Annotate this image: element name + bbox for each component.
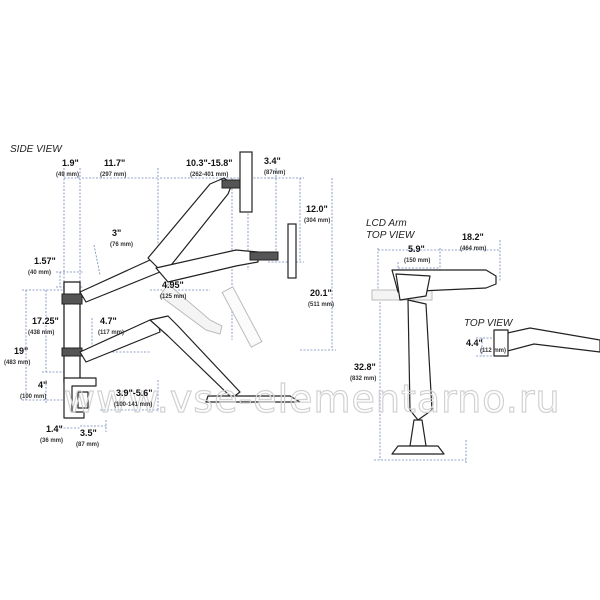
dim-5-9-sub: (150 mm) [404, 258, 430, 264]
lcd-top-view-drawing [371, 269, 600, 455]
dim-12-0-main: 12.0" [306, 204, 328, 214]
dim-label-1-9: 1.9" (49 mm) [56, 158, 79, 178]
dim-4-7-main: 4.7" [100, 316, 117, 326]
dim-4-4-main: 4.4" [466, 338, 483, 348]
keyboard-tray [205, 395, 301, 403]
dim-3-4-main: 3.4" [264, 156, 281, 166]
dim-4-95-sub: (125 mm) [160, 294, 186, 300]
dim-11-7-sub: (297 mm) [100, 172, 126, 178]
dim-4-sub: (100 mm) [20, 394, 46, 400]
dim-label-4-7: 4.7" (117 mm) [98, 316, 124, 336]
dim-10-3-main: 10.3"-15.8" [186, 158, 233, 168]
small-top-view-mount [493, 329, 509, 357]
dim-4-7-sub: (117 mm) [98, 330, 124, 336]
dim-label-1-4: 1.4" (36 mm) [40, 424, 63, 444]
monitor-ghost-lower [221, 286, 263, 348]
dim-3-sub: (76 mm) [110, 242, 133, 248]
monitor-mid [287, 223, 297, 279]
side-view-title: SIDE VIEW [10, 144, 63, 155]
pole-collar-lower [61, 347, 83, 357]
top-view-joint [395, 273, 431, 301]
dim-5-9-main: 5.9" [408, 244, 425, 254]
dim-label-18-2: 18.2" (464 mm) [460, 232, 486, 252]
dim-1-9-sub: (49 mm) [56, 172, 79, 178]
lcd-top-view-dimension-lines [374, 240, 501, 464]
upper-arm-segment [79, 259, 161, 303]
dim-12-0-sub: (304 mm) [304, 218, 330, 224]
dim-3-5-sub: (87 mm) [76, 442, 99, 448]
dim-label-17-25: 17.25" (438 mm) [28, 316, 59, 336]
dim-3-5-main: 3.5" [80, 428, 97, 438]
small-top-view-arm [493, 327, 600, 353]
dim-1-9-main: 1.9" [62, 158, 79, 168]
dim-3-main: 3" [112, 228, 121, 238]
dim-label-20-1: 20.1" (511 mm) [308, 288, 334, 308]
lcd-base-foot [391, 445, 445, 455]
tilt-head-raised [221, 179, 243, 189]
forearm-ghost-lower [159, 283, 223, 335]
dim-label-3: 3" (76 mm) [110, 228, 133, 248]
dim-label-4-4: 4.4" (112 mm) [466, 338, 506, 354]
dim-4-95-main: 4.95" [162, 280, 184, 290]
dim-11-7-main: 11.7" [104, 158, 125, 168]
dim-32-8-sub: (832 mm) [350, 376, 376, 382]
dim-18-2-sub: (464 mm) [460, 246, 486, 252]
keyboard-forearm [149, 315, 241, 399]
desk-clamp [63, 377, 97, 419]
tilt-head-mid [249, 251, 279, 261]
dim-1-57-sub: (40 mm) [28, 270, 51, 276]
dim-label-12-0: 12.0" (304 mm) [304, 204, 330, 224]
dim-19-main: 19" [14, 346, 28, 356]
top-view-title: TOP VIEW [464, 318, 514, 329]
dim-label-32-8: 32.8" (832 mm) [350, 362, 376, 382]
dim-1-4-main: 1.4" [46, 424, 63, 434]
dim-32-8-main: 32.8" [354, 362, 376, 372]
dim-3-4-sub: (87mm) [264, 170, 285, 176]
clamp-screw [77, 391, 89, 409]
dim-17-25-sub: (438 mm) [28, 330, 54, 336]
dim-label-4-95: 4.95" (125 mm) [160, 280, 186, 300]
dim-1-4-sub: (36 mm) [40, 438, 63, 444]
dim-label-3-4: 3.4" (87mm) [264, 156, 285, 176]
dim-label-10-3: 10.3"-15.8" (262-401 mm) [186, 158, 233, 178]
dim-label-1-57: 1.57" (40 mm) [28, 256, 56, 276]
dim-3-9-main: 3.9"-5.6" [116, 388, 153, 398]
dim-17-25-main: 17.25" [32, 316, 59, 326]
dim-19-sub: (483 mm) [4, 360, 30, 366]
lcd-top-view-title: TOP VIEW [366, 230, 416, 241]
lcd-pole [407, 299, 433, 421]
dim-label-5-9: 5.9" (150 mm) [404, 244, 430, 264]
dim-20-1-main: 20.1" [310, 288, 332, 298]
dim-4-4-sub: (112 mm) [480, 348, 506, 354]
dim-20-1-sub: (511 mm) [308, 302, 334, 308]
dim-10-3-sub: (262-401 mm) [190, 172, 228, 178]
forearm-mid [155, 249, 259, 283]
dim-4-main: 4" [38, 380, 47, 390]
side-view-arm-drawing [61, 151, 301, 419]
dim-label-19: 19" (483 mm) [4, 346, 30, 366]
dim-1-57-main: 1.57" [34, 256, 56, 266]
dim-18-2-main: 18.2" [462, 232, 484, 242]
pole-collar [61, 293, 83, 305]
watermark-text: www.vse-elementarno.ru [64, 377, 561, 421]
monitor-top [239, 151, 253, 213]
dim-label-11-7: 11.7" (297 mm) [100, 158, 126, 178]
lcd-pole-base [409, 419, 427, 447]
dim-label-3-5: 3.5" (87 mm) [76, 428, 99, 448]
lcd-arm-title: LCD Arm [366, 218, 407, 229]
dim-3-9-sub: (100-141 mm) [114, 402, 152, 408]
dim-label-3-9: 3.9"-5.6" (100-141 mm) [114, 388, 153, 408]
dim-label-4: 4" (100 mm) [20, 380, 47, 400]
